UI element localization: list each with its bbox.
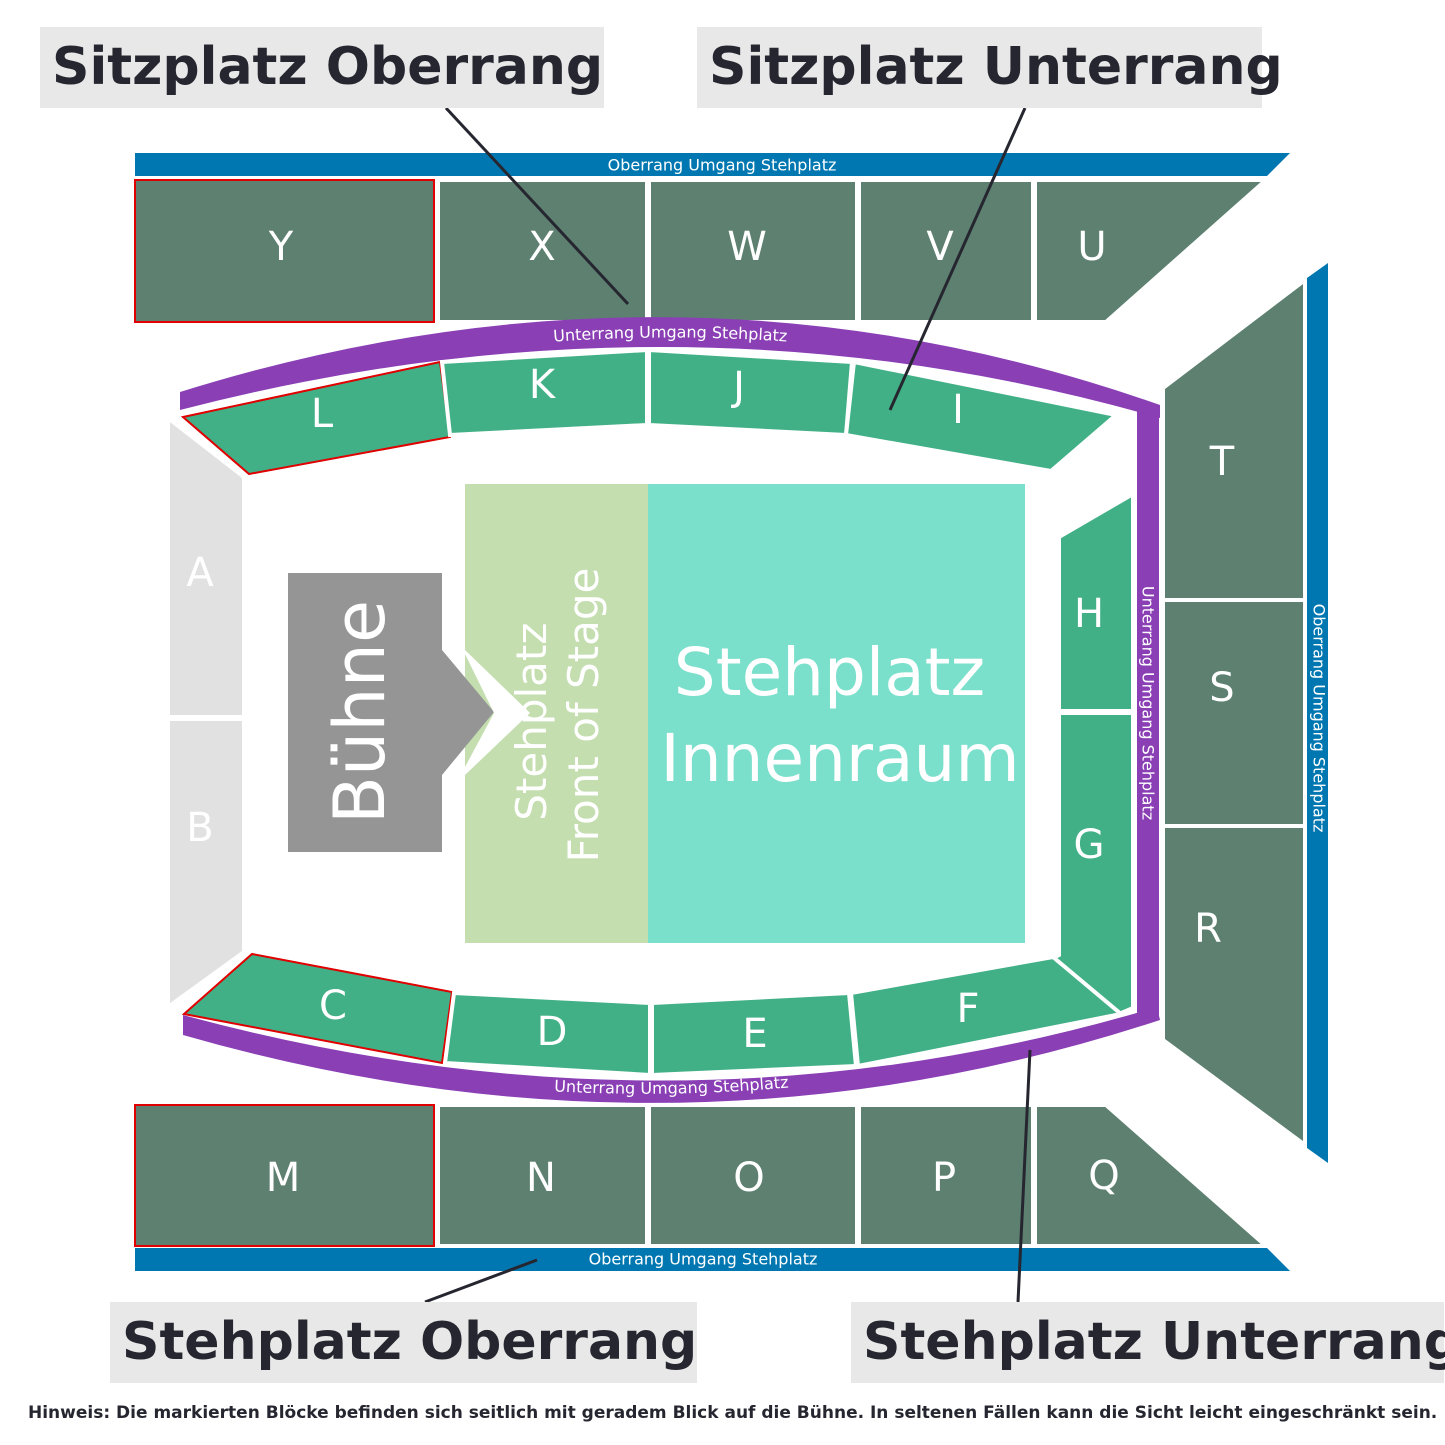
block-l-label: L [311, 391, 334, 437]
block-f[interactable] [848, 954, 1126, 1069]
block-t-label: T [1209, 439, 1235, 485]
stage-label: Bühne [319, 600, 401, 824]
block-c[interactable] [181, 952, 454, 1065]
block-s-label: S [1209, 665, 1234, 711]
block-m[interactable] [134, 1104, 435, 1247]
block-v-label: V [926, 224, 954, 270]
block-u[interactable] [1033, 178, 1272, 324]
callout-seat-lower-box [697, 27, 1262, 108]
block-a-label: A [186, 550, 214, 596]
block-w-label: W [727, 224, 767, 270]
block-m-label: M [266, 1155, 301, 1201]
block-i-label: I [952, 387, 964, 433]
upper-walkway-top-label: Oberrang Umgang Stehplatz [608, 156, 837, 175]
block-o-label: O [733, 1155, 764, 1201]
lower-walkway-right-label: Unterrang Umgang Stehplatz [1139, 586, 1158, 820]
callout-stand-upper: Stehplatz Oberrang [122, 1312, 697, 1372]
block-h-label: H [1074, 591, 1104, 637]
block-b-label: B [186, 805, 213, 851]
block-k-label: K [529, 362, 557, 408]
block-j[interactable] [647, 347, 855, 438]
block-q[interactable] [1033, 1103, 1272, 1248]
front-of-stage-label: Stehplatz Front of Stage [507, 568, 608, 863]
block-q-label: Q [1088, 1153, 1119, 1199]
callout-stand-upper-box [110, 1302, 697, 1383]
block-w[interactable] [647, 178, 859, 324]
stage [288, 573, 494, 852]
block-d-label: D [537, 1009, 568, 1055]
upper-walkway-right-label: Oberrang Umgang Stehplatz [1310, 604, 1329, 833]
stage-front-notch [465, 650, 530, 775]
lower-walkway-bottom-label: Unterrang Umgang Stehplatz [554, 1073, 789, 1098]
block-c-label: C [319, 983, 347, 1029]
callout-seat-lower: Sitzplatz Unterrang [709, 37, 1283, 97]
block-s[interactable] [1161, 598, 1307, 828]
block-i[interactable] [843, 359, 1121, 474]
block-x-label: X [528, 224, 555, 270]
upper-walkway-bottom-label: Oberrang Umgang Stehplatz [589, 1250, 818, 1269]
callout-stand-lower-box [851, 1302, 1444, 1383]
block-p-label: P [932, 1155, 956, 1201]
callout-seat-upper: Sitzplatz Oberrang [52, 37, 603, 97]
callout-stand-lower: Stehplatz Unterrang [863, 1312, 1445, 1372]
upper-walkway-right[interactable] [1307, 263, 1328, 1163]
block-g-label: G [1074, 822, 1105, 868]
lower-walkway-top[interactable] [180, 317, 1160, 418]
block-f-label: F [956, 986, 979, 1032]
leader-stand-lower [1016, 1049, 1032, 1303]
block-j-label: J [730, 364, 745, 410]
leader-seat-lower [888, 107, 1027, 411]
block-n-label: N [526, 1155, 556, 1201]
block-b[interactable] [166, 717, 246, 1011]
callout-seat-upper-box [40, 27, 604, 108]
block-r-label: R [1194, 906, 1222, 952]
upper-walkway-bottom[interactable] [135, 1248, 1290, 1271]
block-y[interactable] [134, 179, 435, 323]
block-r[interactable] [1161, 824, 1307, 1149]
leader-seat-upper [444, 106, 630, 306]
leader-stand-upper [424, 1258, 538, 1304]
lower-walkway-right[interactable] [1137, 405, 1159, 1015]
lower-walkway-bottom[interactable] [183, 1007, 1160, 1103]
block-e-label: E [742, 1011, 767, 1057]
block-o[interactable] [647, 1103, 859, 1248]
innenraum-label: Stehplatz Innenraum [660, 634, 1019, 797]
standing-innenraum[interactable] [646, 484, 1025, 943]
block-u-label: U [1077, 224, 1106, 270]
hint-note: Hinweis: Die markierten Blöcke befinden … [28, 1403, 1438, 1423]
lower-walkway-top-label: Unterrang Umgang Stehplatz [553, 322, 788, 345]
block-y-label: Y [268, 224, 294, 270]
